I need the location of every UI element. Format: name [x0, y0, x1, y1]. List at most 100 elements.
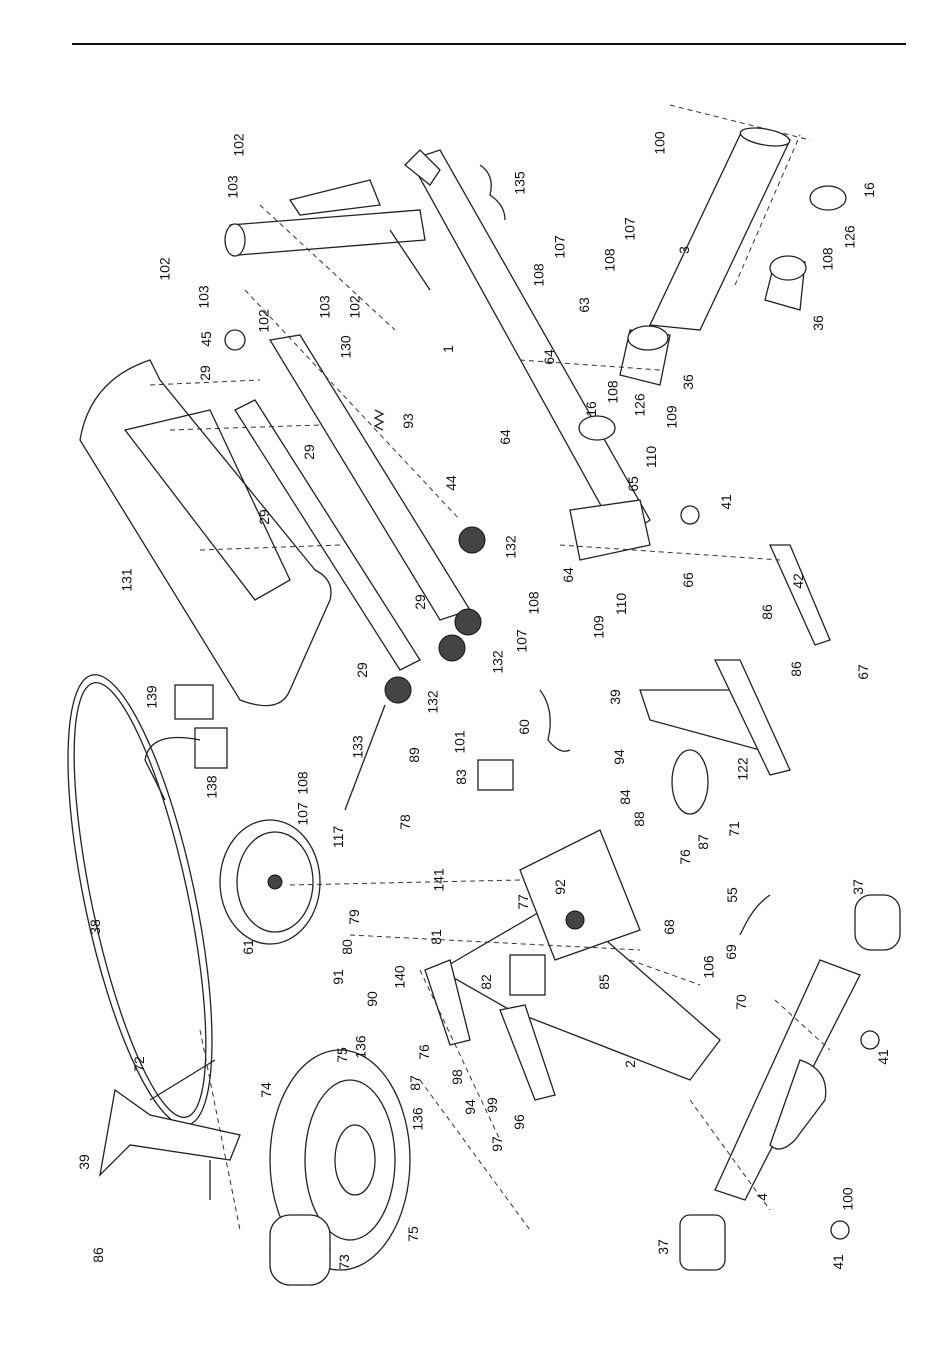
label-4: 4: [753, 1193, 770, 1201]
part-36-end-cap: [764, 255, 807, 311]
label-69: 69: [722, 944, 739, 960]
label-107: 107: [621, 217, 638, 241]
label-86: 86: [758, 604, 775, 620]
label-100: 100: [651, 131, 668, 155]
label-29: 29: [300, 444, 317, 460]
label-79: 79: [345, 909, 362, 925]
label-65: 65: [624, 476, 641, 492]
label-29: 29: [411, 594, 428, 610]
label-132: 132: [424, 690, 441, 714]
label-101: 101: [451, 730, 468, 754]
label-70: 70: [732, 994, 749, 1010]
label-38: 38: [86, 919, 103, 935]
part-1-main-frame: [404, 149, 651, 561]
label-86: 86: [787, 661, 804, 677]
part-138-adapter: [194, 727, 228, 769]
label-103: 103: [224, 175, 241, 199]
label-60: 60: [515, 719, 532, 735]
label-39: 39: [75, 1154, 92, 1170]
label-132: 132: [489, 650, 506, 674]
part-69-cable: [739, 894, 771, 936]
label-74: 74: [257, 1082, 274, 1098]
label-64: 64: [540, 349, 557, 365]
label-139: 139: [143, 685, 160, 709]
part-16-cap: [809, 185, 847, 211]
label-3: 3: [675, 246, 692, 254]
label-109: 109: [590, 615, 607, 639]
part-44-axle: [389, 229, 431, 291]
label-16: 16: [582, 401, 599, 417]
label-41: 41: [829, 1254, 846, 1270]
part-4-front-stabilizer: [714, 959, 861, 1201]
part-36-end-cap: [619, 325, 671, 386]
part-45-cap: [224, 329, 246, 351]
label-107: 107: [294, 802, 311, 826]
label-64: 64: [496, 429, 513, 445]
label-29: 29: [255, 509, 272, 525]
label-90: 90: [363, 991, 380, 1007]
label-45: 45: [197, 331, 214, 347]
part-16-cap: [578, 415, 616, 441]
label-87: 87: [406, 1075, 423, 1091]
label-122: 122: [734, 757, 751, 781]
label-97: 97: [488, 1136, 505, 1152]
label-37: 37: [654, 1239, 671, 1255]
label-107: 107: [513, 629, 530, 653]
label-108: 108: [294, 771, 311, 795]
label-102: 102: [230, 133, 247, 157]
label-117: 117: [330, 825, 347, 849]
label-72: 72: [130, 1056, 147, 1072]
label-55: 55: [723, 887, 740, 903]
label-102: 102: [255, 309, 272, 333]
label-92: 92: [551, 879, 568, 895]
label-77: 77: [514, 894, 531, 910]
label-140: 140: [391, 965, 408, 989]
label-103: 103: [316, 295, 333, 319]
part-41-foot: [830, 1220, 850, 1240]
label-81: 81: [427, 929, 444, 945]
part-73-hub: [269, 1214, 331, 1286]
label-96: 96: [510, 1114, 527, 1130]
part-3-rear-stabilizer: [649, 127, 791, 331]
label-102: 102: [346, 295, 363, 319]
label-108: 108: [819, 247, 836, 271]
label-99: 99: [483, 1097, 500, 1113]
part-41-foot: [680, 505, 700, 525]
label-29: 29: [353, 662, 370, 678]
label-71: 71: [725, 821, 742, 837]
label-94: 94: [461, 1099, 478, 1115]
label-76: 76: [676, 849, 693, 865]
label-16: 16: [860, 182, 877, 198]
part-37-end-cap: [854, 894, 901, 951]
label-91: 91: [329, 969, 346, 985]
label-88: 88: [630, 811, 647, 827]
label-1: 1: [439, 345, 456, 353]
label-29: 29: [196, 365, 213, 381]
label-42: 42: [789, 573, 806, 589]
label-75: 75: [333, 1047, 350, 1063]
label-87: 87: [694, 834, 711, 850]
label-78: 78: [396, 814, 413, 830]
label-82: 82: [477, 974, 494, 990]
label-126: 126: [841, 225, 858, 249]
label-66: 66: [679, 572, 696, 588]
label-63: 63: [575, 297, 592, 313]
label-135: 135: [511, 171, 528, 195]
label-102: 102: [156, 257, 173, 281]
label-108: 108: [601, 248, 618, 272]
part-133-axle: [344, 704, 386, 811]
label-133: 133: [349, 735, 366, 759]
label-100: 100: [839, 1187, 856, 1211]
label-39: 39: [606, 689, 623, 705]
label-141: 141: [430, 868, 447, 892]
label-126: 126: [631, 393, 648, 417]
part-77-bracket: [519, 829, 641, 961]
part-83-block: [477, 759, 514, 791]
part-2-frame: [424, 899, 721, 1101]
label-103: 103: [195, 285, 212, 309]
part-60-cable: [539, 689, 571, 752]
upper-frame-tube: [224, 179, 426, 257]
label-110: 110: [643, 445, 660, 469]
